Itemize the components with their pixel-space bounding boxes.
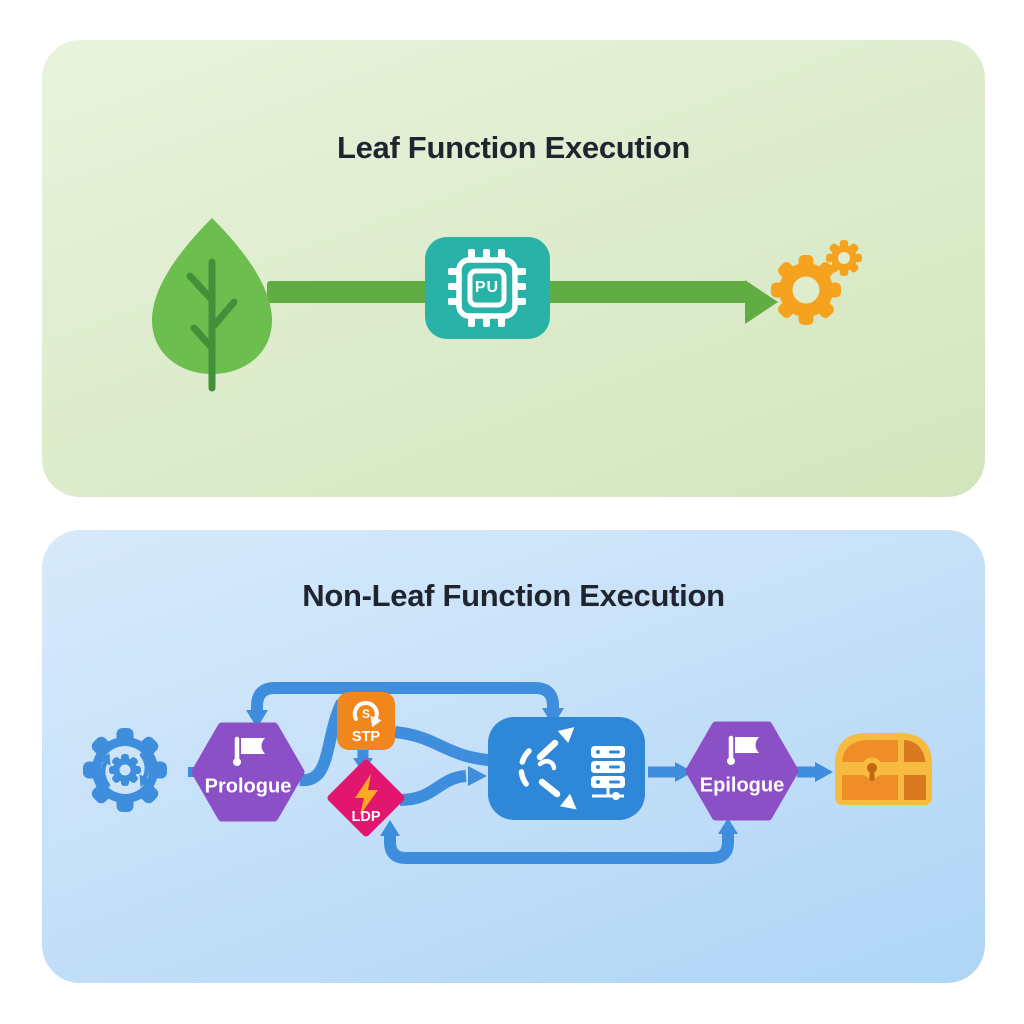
cpu-node	[425, 237, 550, 339]
stp-icon-letter: S	[361, 707, 371, 721]
stp-label: STP	[351, 729, 381, 745]
leaf-panel-title: Leaf Function Execution	[336, 130, 691, 165]
prologue-node	[191, 722, 305, 822]
leaf-flow-diagram	[152, 218, 862, 392]
epilogue-label: Epilogue	[699, 774, 785, 797]
process-gear-icon	[83, 728, 167, 812]
prologue-label: Prologue	[204, 775, 292, 798]
gears-icon	[771, 240, 862, 325]
non-leaf-flow-diagram	[83, 682, 932, 864]
non-leaf-panel-title: Non-Leaf Function Execution	[302, 578, 725, 613]
treasure-chest-icon	[835, 733, 932, 805]
non-leaf-function-panel: Non-Leaf Function Execution	[42, 530, 985, 983]
flag-icon	[233, 736, 265, 766]
arrowhead-up-icon	[380, 820, 400, 836]
ldp-label: LDP	[351, 809, 381, 825]
flag-icon	[727, 735, 759, 765]
arrowhead-down-icon	[246, 710, 268, 728]
leaf-function-panel: Leaf Function Execution	[42, 40, 985, 497]
arrowhead-right-icon	[815, 762, 833, 782]
call-body-node	[488, 717, 645, 820]
ldp-node	[327, 759, 405, 837]
recursion-arrows-icon	[518, 727, 577, 810]
arrowhead-up-icon	[718, 818, 738, 834]
stp-node	[337, 692, 395, 750]
cpu-chip-icon	[448, 249, 526, 327]
arrowhead-right-icon	[468, 766, 487, 786]
arrowhead-right-icon	[675, 762, 693, 782]
epilogue-node	[685, 721, 799, 821]
rotate-s-icon	[352, 700, 382, 728]
cpu-label: PU	[474, 279, 500, 296]
lightning-icon	[355, 774, 378, 815]
leaf-icon	[152, 218, 272, 392]
server-icon	[591, 746, 625, 800]
